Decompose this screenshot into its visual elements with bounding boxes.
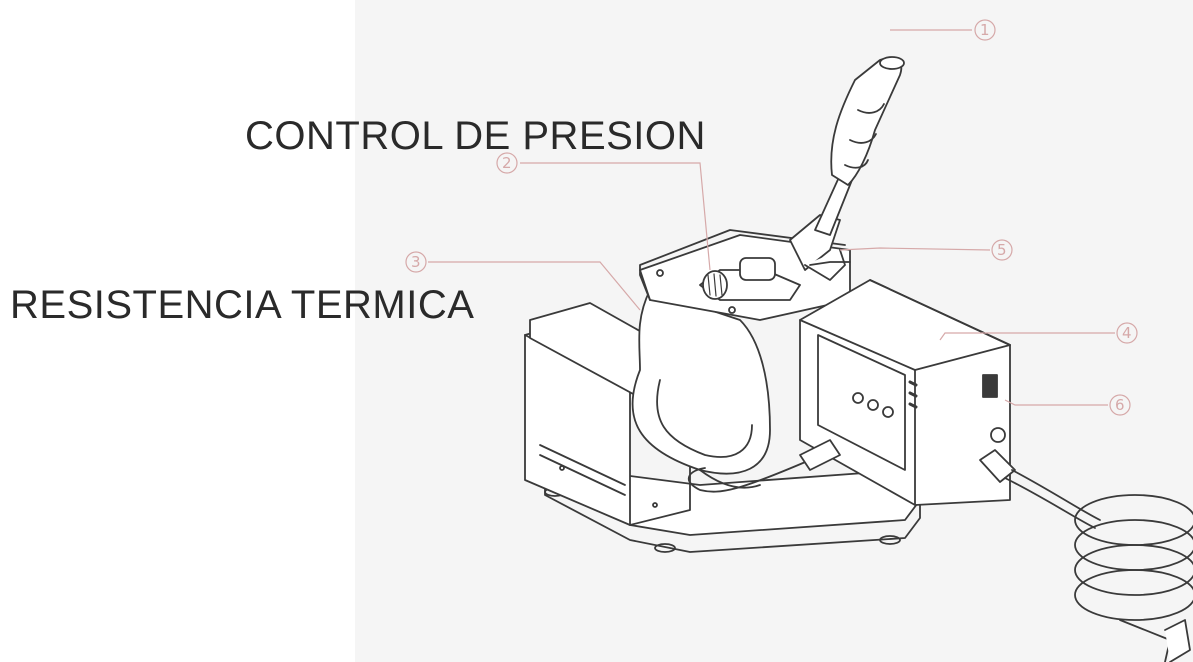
callout-markers: 1 2 3 4 5 6 [405,19,1138,416]
control-box [799,279,1011,506]
illustration-background [355,0,1193,662]
pressure-control-label: CONTROL DE PRESION [245,114,706,158]
callout-lines [428,29,1115,406]
press-handle [814,56,905,236]
callout-2: 2 [502,154,512,172]
callout-1: 1 [980,21,990,39]
top-frame [639,214,851,321]
callout-5: 5 [997,241,1007,259]
callout-3: 3 [411,253,421,271]
callout-6: 6 [1115,396,1125,414]
callout-4: 4 [1122,324,1132,342]
power-cable [799,439,1193,662]
heating-element [631,289,811,493]
heating-element-label: RESISTENCIA TERMICA [10,283,475,327]
